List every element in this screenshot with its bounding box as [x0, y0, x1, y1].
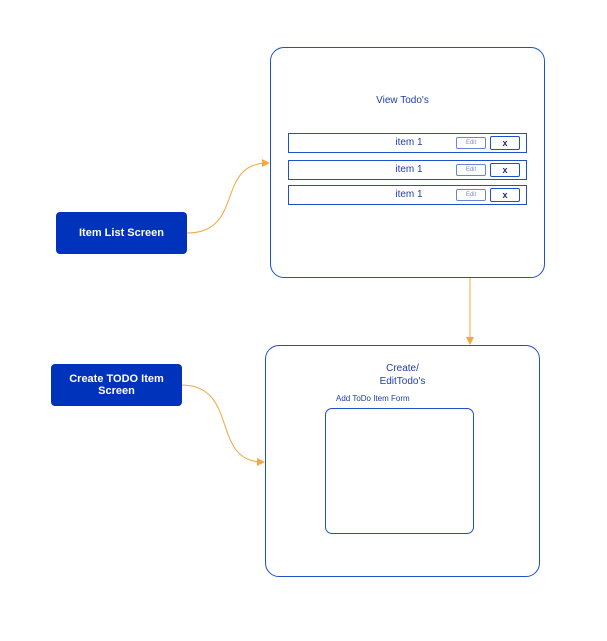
todo-row: item 1 Edit x — [288, 133, 527, 153]
create-todo-item-screen-label: Create TODO Item Screen — [51, 364, 182, 406]
item-list-screen-label-text: Item List Screen — [79, 227, 164, 239]
add-todo-form-area[interactable] — [325, 408, 474, 534]
edit-button[interactable]: Edit — [456, 164, 486, 176]
create-edit-title: Create/ EditTodo's — [265, 362, 540, 388]
create-edit-title-line1: Create/ — [386, 363, 419, 374]
create-edit-title-line2: EditTodo's — [379, 376, 426, 387]
item-list-screen-label: Item List Screen — [56, 212, 187, 254]
delete-button[interactable]: x — [490, 163, 520, 177]
todo-item-text: item 1 — [395, 137, 423, 148]
todo-row: item 1 Edit x — [288, 160, 527, 180]
todo-row: item 1 Edit x — [288, 185, 527, 205]
todo-item-text: item 1 — [395, 189, 423, 200]
view-todos-title: View Todo's — [376, 95, 429, 106]
edit-button[interactable]: Edit — [456, 189, 486, 201]
connector-item-list-to-view — [186, 159, 270, 234]
edit-button[interactable]: Edit — [456, 137, 486, 149]
todo-item-text: item 1 — [395, 164, 423, 175]
create-todo-item-screen-label-text: Create TODO Item Screen — [69, 373, 164, 397]
delete-button[interactable]: x — [490, 136, 520, 150]
delete-button[interactable]: x — [490, 188, 520, 202]
add-todo-form-label: Add ToDo Item Form — [336, 394, 410, 403]
connector-create-label-to-form — [180, 384, 265, 466]
